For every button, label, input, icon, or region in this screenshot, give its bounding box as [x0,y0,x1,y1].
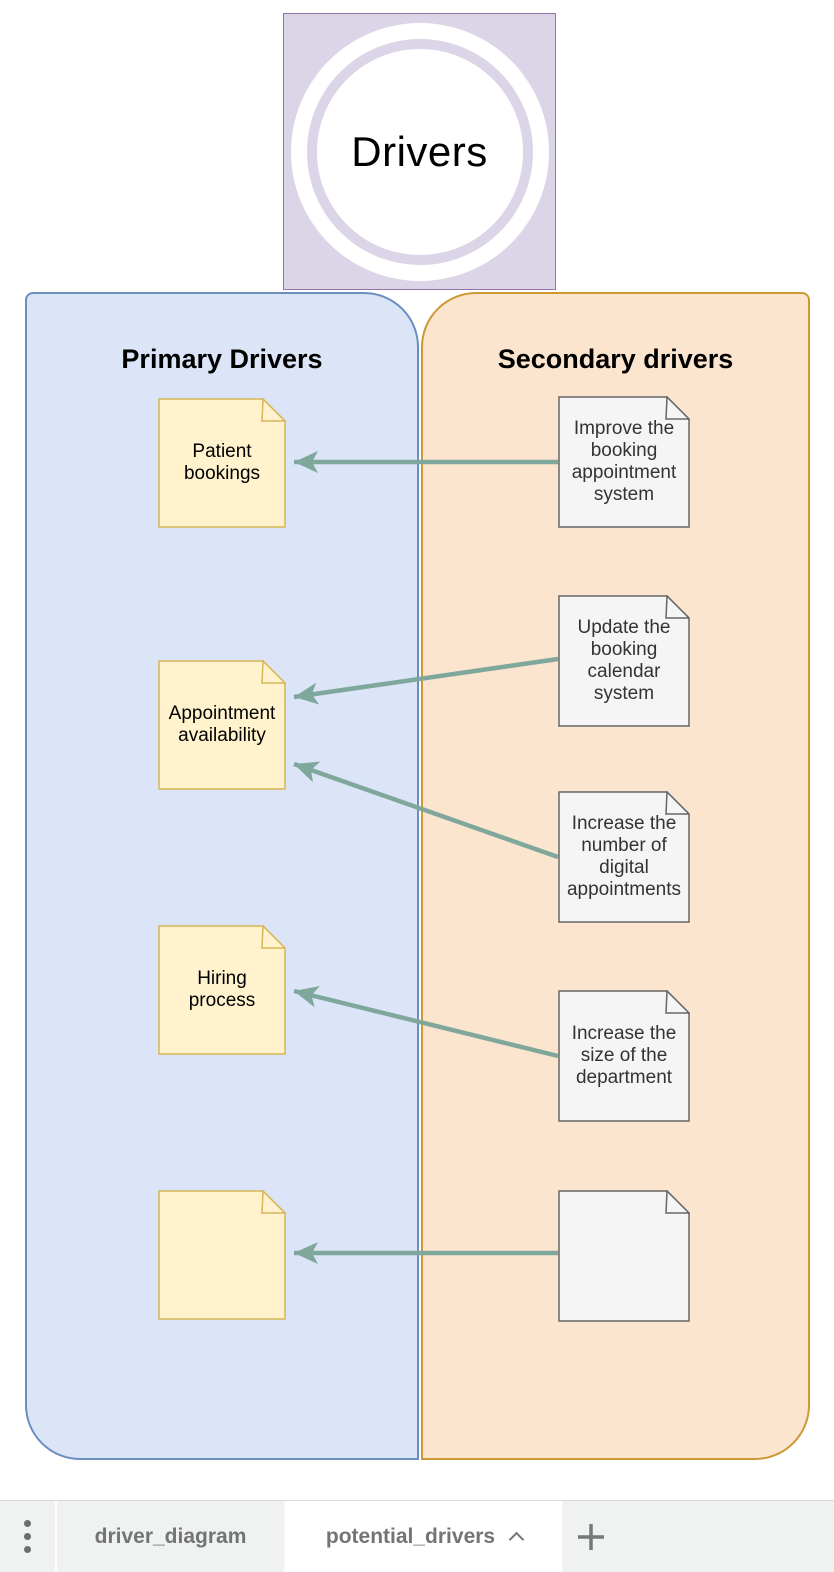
note-label: Appointment availability [168,703,276,746]
pages-menu-button[interactable] [0,1501,57,1572]
note-increase-department-size[interactable]: Increase the size of the department [558,990,690,1122]
tab-potential-drivers[interactable]: potential_drivers [286,1501,562,1572]
connection-arrow-4[interactable] [293,986,559,1059]
note-label: Patient bookings [183,441,261,484]
note-label: Increase the number of digital appointme… [566,813,682,900]
note-shape [558,1190,690,1322]
note-secondary-empty[interactable] [558,1190,690,1322]
tab-driver-diagram[interactable]: driver_diagram [57,1501,286,1572]
vertical-dots-icon [24,1520,31,1553]
note-patient-bookings[interactable]: Patient bookings [158,398,286,528]
note-shape [158,925,286,1055]
connection-arrow-3[interactable] [293,761,559,860]
note-update-booking-calendar[interactable]: Update the booking calendar system [558,595,690,727]
note-shape [158,398,286,528]
tab-label: potential_drivers [325,1524,496,1548]
drivers-inner-circle [307,39,533,265]
tab-label: driver_diagram [94,1524,247,1548]
note-label: Increase the size of the department [571,1023,677,1088]
drivers-outer-circle [291,23,549,281]
drivers-title-label: Drivers [351,127,488,175]
note-shape [558,396,690,528]
add-page-button[interactable] [562,1501,620,1572]
drivers-title-node[interactable]: Drivers [283,13,556,290]
note-primary-empty[interactable] [158,1190,286,1320]
plus-icon [578,1523,604,1550]
primary-drivers-header: Primary Drivers [121,344,323,374]
connection-arrows [293,451,559,1264]
note-label: Update the booking calendar system [577,617,671,704]
note-shape [158,1190,286,1320]
note-improve-booking-system[interactable]: Improve the booking appointment system [558,396,690,528]
note-label: Improve the booking appointment system [571,418,677,505]
note-shape [558,791,690,923]
chevron-up-icon[interactable] [508,1531,525,1548]
note-hiring-process[interactable]: Hiring process [158,925,286,1055]
note-shape [158,660,286,790]
secondary-drivers-header: Secondary drivers [497,344,734,374]
note-shape [558,595,690,727]
connection-arrow-2[interactable] [293,656,559,705]
sheet-tab-bar: driver_diagram potential_drivers [0,1500,834,1572]
note-appointment-availability[interactable]: Appointment availability [158,660,286,790]
note-label: Hiring process [188,968,256,1011]
note-increase-digital-appointments[interactable]: Increase the number of digital appointme… [558,791,690,923]
note-shape [558,990,690,1122]
